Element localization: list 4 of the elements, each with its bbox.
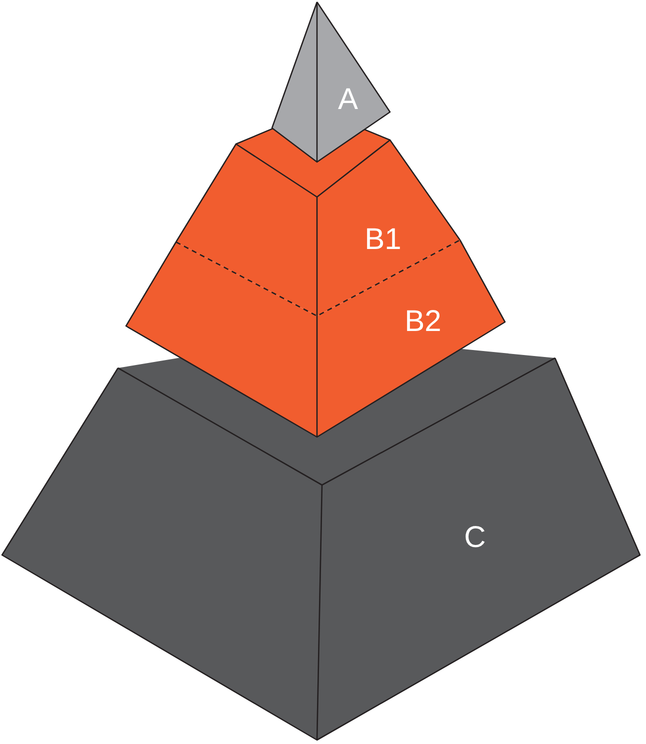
tier-label: B2: [404, 307, 442, 337]
tier-label: A: [338, 85, 358, 115]
tier-label: B1: [364, 225, 402, 255]
tier-label: C: [464, 523, 486, 553]
